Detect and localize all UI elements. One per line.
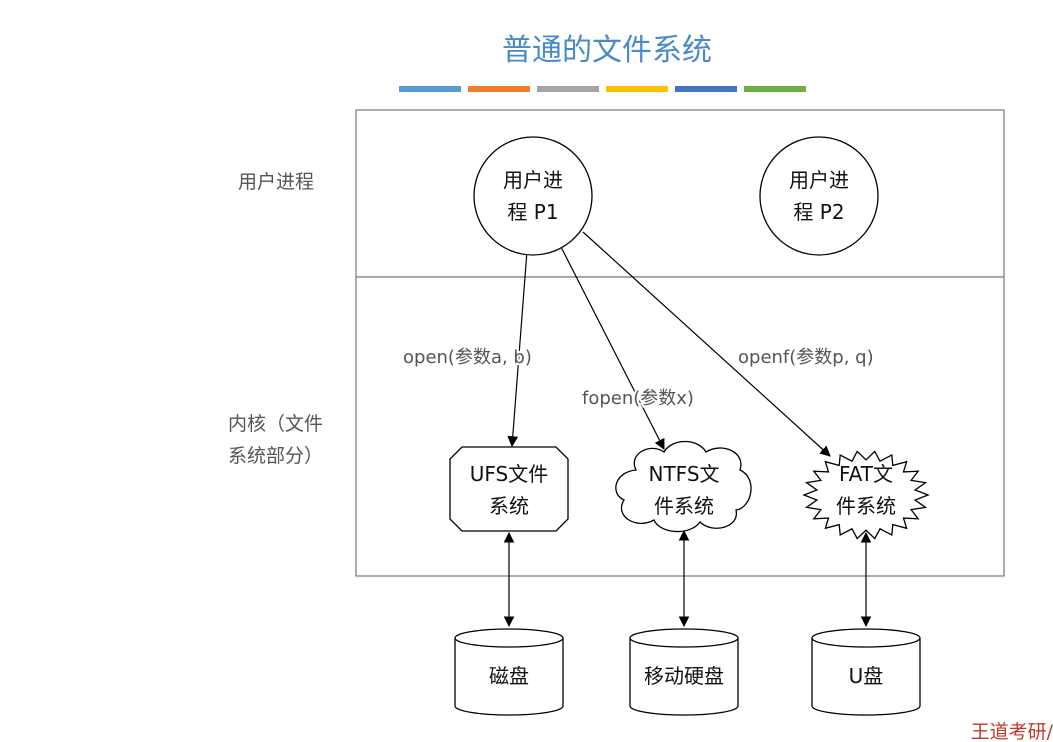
accent-segment [537,86,599,92]
accent-segment [399,86,461,92]
process-p2: 用户进 程 P2 [759,136,879,256]
user-process-label: 用户进程 [238,171,314,193]
call-label-fopen: fopen(参数x) [582,388,694,409]
process-name: 程 P1 [507,200,558,224]
device-name: 磁盘 [489,664,529,688]
accent-segment [606,86,668,92]
device-name: 移动硬盘 [644,664,724,688]
fs-name: 件系统 [836,494,896,518]
accent-bar [399,86,806,92]
accent-segment [675,86,737,92]
kernel-label: 系统部分） [228,445,323,467]
process-p1: 用户进 程 P1 [473,136,593,256]
cylinder-body [454,638,564,716]
fs-cloud-shape [615,440,752,533]
device-usb: U盘 [811,628,921,716]
fs-name: 件系统 [654,494,714,518]
fs-burst-shape [802,450,930,540]
fs-shape [449,446,569,532]
process-name: 用户进 [503,168,563,192]
fs-name: 系统 [489,494,529,518]
brand-label: 王道考研/ [971,721,1053,742]
process-circle [759,136,879,256]
edge-p1-to-ufs [507,250,528,448]
accent-segment [744,86,806,92]
fs-name: NTFS文 [648,462,719,486]
cylinder-top [629,628,739,648]
fs-ntfs: NTFS文 件系统 [615,440,752,533]
fs-fat: FAT文 件系统 [802,450,930,540]
fs-name: FAT文 [839,462,893,486]
edge-p1-to-fat [582,231,831,457]
call-label-openf: openf(参数p, q) [738,347,874,368]
cylinder-top [811,628,921,648]
process-name: 用户进 [789,168,849,192]
diagram-title: 普通的文件系统 [502,33,712,68]
user-space-panel [355,109,1005,278]
kernel-label: 内核（文件 [228,413,323,435]
call-label-open: open(参数a, b) [403,347,532,368]
accent-segment [468,86,530,92]
process-circle [473,136,593,256]
device-disk: 磁盘 [454,628,564,716]
fs-name: UFS文件 [470,462,549,486]
process-name: 程 P2 [793,200,844,224]
cylinder-body [811,638,921,716]
cylinder-body [629,638,739,716]
edge-p1-to-ntfs [559,244,665,450]
cylinder-top [454,628,564,648]
device-name: U盘 [849,664,884,688]
device-mobile-disk: 移动硬盘 [629,628,739,716]
fs-ufs: UFS文件 系统 [449,446,569,532]
